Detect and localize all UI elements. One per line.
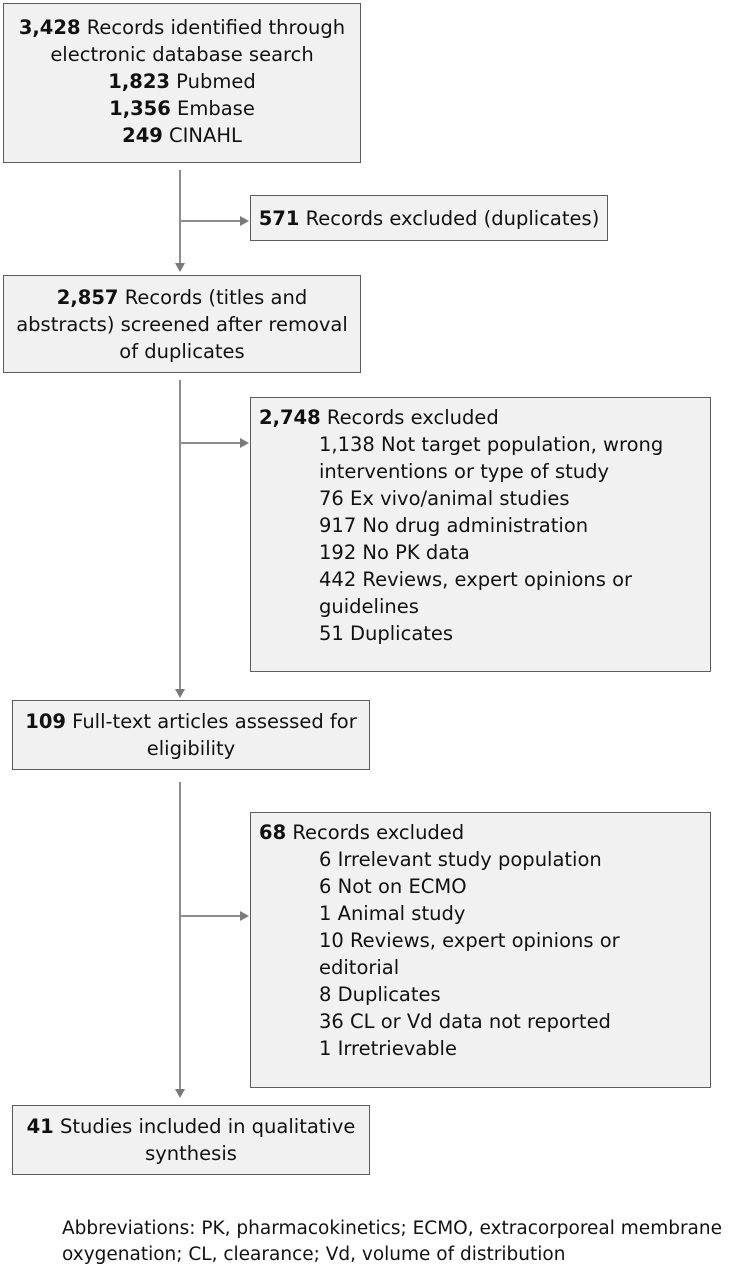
source-embase: 1,356 Embase bbox=[4, 95, 360, 122]
screen-excluded-reason: interventions or type of study bbox=[319, 460, 610, 483]
screened-label-2: abstracts) screened after removal bbox=[16, 313, 348, 336]
connector-2-branch bbox=[179, 442, 241, 444]
source-pubmed-count: 1,823 bbox=[108, 70, 170, 93]
fulltext-excluded-reason: 10 Reviews, expert opinions or bbox=[319, 929, 620, 952]
source-cinahl: 249 CINAHL bbox=[4, 122, 360, 149]
footnote-line-2: oxygenation; CL, clearance; Vd, volume o… bbox=[62, 1244, 566, 1265]
screen-excluded-reason: 51 Duplicates bbox=[319, 622, 454, 645]
duplicates-excluded-box: 571 Records excluded (duplicates) bbox=[250, 195, 608, 241]
screened-count: 2,857 bbox=[56, 286, 119, 309]
included-label-1: Studies included in qualitative bbox=[59, 1115, 356, 1138]
screen-excluded-reason: 917 No drug administration bbox=[319, 514, 589, 537]
connector-2-arrowhead bbox=[175, 689, 185, 698]
included-count: 41 bbox=[26, 1115, 54, 1138]
identification-box: 3,428 Records identified through electro… bbox=[3, 3, 361, 163]
source-pubmed-name: Pubmed bbox=[176, 70, 256, 93]
duplicates-excluded-count: 571 bbox=[258, 207, 300, 230]
screen-excluded-box: 2,748 Records excluded 1,138 Not target … bbox=[250, 397, 711, 672]
screen-excluded-reason: 442 Reviews, expert opinions or bbox=[319, 568, 633, 591]
included-box: 41 Studies included in qualitative synth… bbox=[12, 1105, 370, 1175]
screen-excluded-reason: 1,138 Not target population, wrong bbox=[319, 433, 664, 456]
screened-label-1: Records (titles and bbox=[124, 286, 308, 309]
fulltext-label-2: eligibility bbox=[146, 737, 236, 760]
connector-1-branch-arrowhead bbox=[240, 216, 249, 226]
fulltext-excluded-label: Records excluded bbox=[292, 821, 465, 844]
source-cinahl-name: CINAHL bbox=[169, 124, 242, 147]
screen-excluded-count: 2,748 bbox=[259, 406, 321, 429]
identification-count: 3,428 bbox=[18, 16, 81, 39]
fulltext-excluded-header: 68 Records excluded bbox=[259, 819, 710, 846]
identification-label-1: Records identified through bbox=[86, 16, 346, 39]
identification-label-2: electronic database search bbox=[50, 43, 314, 66]
fulltext-line-1: 109 Full-text articles assessed for bbox=[13, 708, 369, 735]
connector-1-branch bbox=[179, 220, 241, 222]
source-pubmed: 1,823 Pubmed bbox=[4, 68, 360, 95]
duplicates-excluded-label: Records excluded (duplicates) bbox=[305, 207, 600, 230]
fulltext-excluded-reason: 1 Irretrievable bbox=[319, 1037, 457, 1060]
source-embase-name: Embase bbox=[177, 97, 255, 120]
connector-2-vertical bbox=[179, 380, 181, 690]
fulltext-excluded-reason: 36 CL or Vd data not reported bbox=[319, 1010, 611, 1033]
connector-3-vertical bbox=[179, 782, 181, 1090]
screen-excluded-reason: guidelines bbox=[319, 595, 419, 618]
connector-2-branch-arrowhead bbox=[240, 438, 249, 448]
connector-3-branch bbox=[179, 915, 241, 917]
included-line-1: 41 Studies included in qualitative bbox=[13, 1113, 369, 1140]
screened-line-1: 2,857 Records (titles and bbox=[4, 284, 360, 311]
fulltext-excluded-reason: 6 Irrelevant study population bbox=[319, 848, 602, 871]
included-label-2: synthesis bbox=[145, 1142, 237, 1165]
fulltext-excluded-reason: 8 Duplicates bbox=[319, 983, 441, 1006]
fulltext-excluded-count: 68 bbox=[259, 821, 287, 844]
duplicates-excluded-line: 571 Records excluded (duplicates) bbox=[251, 205, 607, 232]
connector-3-branch-arrowhead bbox=[240, 911, 249, 921]
fulltext-excluded-reason: 1 Animal study bbox=[319, 902, 466, 925]
footnote-line-1: Abbreviations: PK, pharmacokinetics; ECM… bbox=[62, 1218, 723, 1239]
fulltext-count: 109 bbox=[25, 710, 66, 733]
screen-excluded-label: Records excluded bbox=[326, 406, 499, 429]
screen-excluded-header: 2,748 Records excluded bbox=[259, 404, 710, 431]
connector-3-arrowhead bbox=[175, 1089, 185, 1098]
source-cinahl-count: 249 bbox=[122, 124, 163, 147]
identification-line-1: 3,428 Records identified through bbox=[4, 14, 360, 41]
screen-excluded-reason: 76 Ex vivo/animal studies bbox=[319, 487, 570, 510]
abbreviations-footnote: Abbreviations: PK, pharmacokinetics; ECM… bbox=[62, 1216, 734, 1268]
fulltext-box: 109 Full-text articles assessed for elig… bbox=[12, 700, 370, 770]
fulltext-label-1: Full-text articles assessed for bbox=[72, 710, 357, 733]
fulltext-excluded-reason: editorial bbox=[319, 956, 400, 979]
fulltext-excluded-reason: 6 Not on ECMO bbox=[319, 875, 467, 898]
fulltext-excluded-box: 68 Records excluded 6 Irrelevant study p… bbox=[250, 812, 711, 1088]
screened-box: 2,857 Records (titles and abstracts) scr… bbox=[3, 275, 361, 373]
connector-1-arrowhead bbox=[175, 263, 185, 272]
source-embase-count: 1,356 bbox=[109, 97, 171, 120]
screened-label-3: of duplicates bbox=[119, 340, 245, 363]
screen-excluded-reason: 192 No PK data bbox=[319, 541, 470, 564]
connector-1-vertical bbox=[179, 170, 181, 264]
